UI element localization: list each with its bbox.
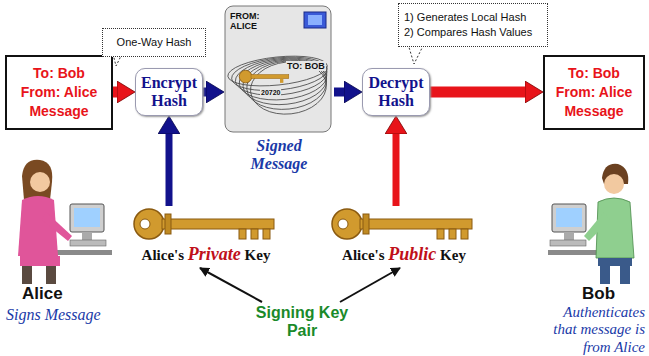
callout-node: One-Way Hash: [102, 28, 206, 57]
caption-label: Alice: [22, 284, 92, 304]
callout-node: 1) Generates Local Hash2) Compares Hash …: [398, 3, 548, 47]
callout-text: One-Way Hash: [108, 35, 200, 50]
caption-label: Signs Message: [6, 306, 126, 324]
key-word: Alice's: [142, 247, 185, 263]
card-text: 20720: [260, 89, 281, 97]
flow-arrow: [113, 87, 123, 98]
caption-label: Signing Key Pair: [252, 304, 352, 341]
key-word: Alice's: [342, 247, 385, 263]
message-line: To: Bob: [11, 64, 107, 83]
key-node: Alice's Public Key: [316, 206, 492, 265]
process-label: Encrypt Hash: [139, 74, 199, 110]
pointer-arrow: [340, 268, 400, 302]
card-text: FROM: ALICE: [229, 11, 275, 32]
key-word: Public: [388, 244, 436, 264]
pointer-arrow: [200, 268, 262, 302]
key-node: Alice's Private Key: [118, 206, 294, 265]
key-label: Alice's Private Key: [118, 244, 294, 265]
bob-figure: [548, 164, 634, 284]
key-icon: [329, 206, 479, 242]
message-line: From: Alice: [11, 83, 107, 102]
signed-card: FROM: ALICE TO: BOB 20720: [224, 5, 332, 133]
caption-label: Bob: [582, 284, 632, 304]
key-word: Private: [188, 244, 241, 264]
caption-label: Authenticates that message is from Alice: [545, 304, 645, 356]
key-icon: [131, 206, 281, 242]
key-word: Key: [245, 247, 271, 263]
process-label: Decrypt Hash: [366, 74, 426, 110]
callout-text: 2) Compares Hash Values: [404, 25, 542, 40]
card-text: TO: BOB: [286, 61, 326, 71]
box-node: To: BobFrom: AliceMessage: [543, 55, 645, 130]
key-label: Alice's Public Key: [316, 244, 492, 265]
flow-arrow: [166, 128, 173, 206]
callout-text: 1) Generates Local Hash: [404, 10, 542, 25]
flow-arrow: [393, 128, 400, 206]
flow-arrow: [334, 88, 350, 97]
message-line: To: Bob: [549, 64, 639, 83]
box-node: To: BobFrom: AliceMessage: [5, 55, 113, 130]
flow-arrow: [203, 88, 212, 97]
envelope-node: FROM: ALICE TO: BOB 20720Signed Message: [224, 5, 334, 173]
hash-node: Decrypt Hash: [362, 68, 430, 116]
flow-arrow: [430, 87, 531, 98]
card-heading: Signed Message: [242, 137, 316, 173]
key-word: Key: [440, 247, 466, 263]
alice-figure: [18, 160, 112, 284]
message-line: From: Alice: [549, 83, 639, 102]
hash-node: Encrypt Hash: [135, 68, 203, 116]
message-line: Message: [11, 102, 107, 121]
callout-tail: [408, 44, 424, 64]
message-line: Message: [549, 102, 639, 121]
